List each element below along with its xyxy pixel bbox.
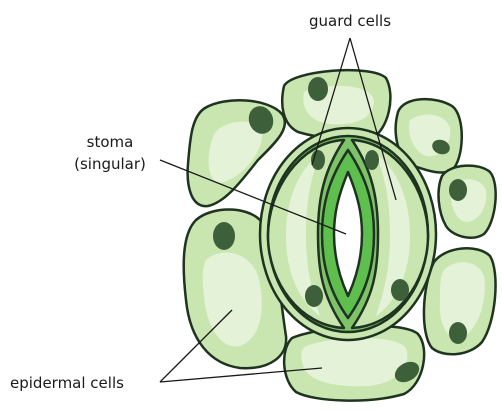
epidermal-cell-right xyxy=(439,166,496,238)
epidermal-cell-bottom-right xyxy=(424,248,496,354)
stoma-label: stoma xyxy=(60,133,160,152)
guard-cells-label: guard cells xyxy=(300,12,400,31)
stoma-sublabel: (singular) xyxy=(56,155,164,174)
epidermal-cells-label: epidermal cells xyxy=(10,374,124,393)
guard-cells-pair xyxy=(260,128,436,340)
